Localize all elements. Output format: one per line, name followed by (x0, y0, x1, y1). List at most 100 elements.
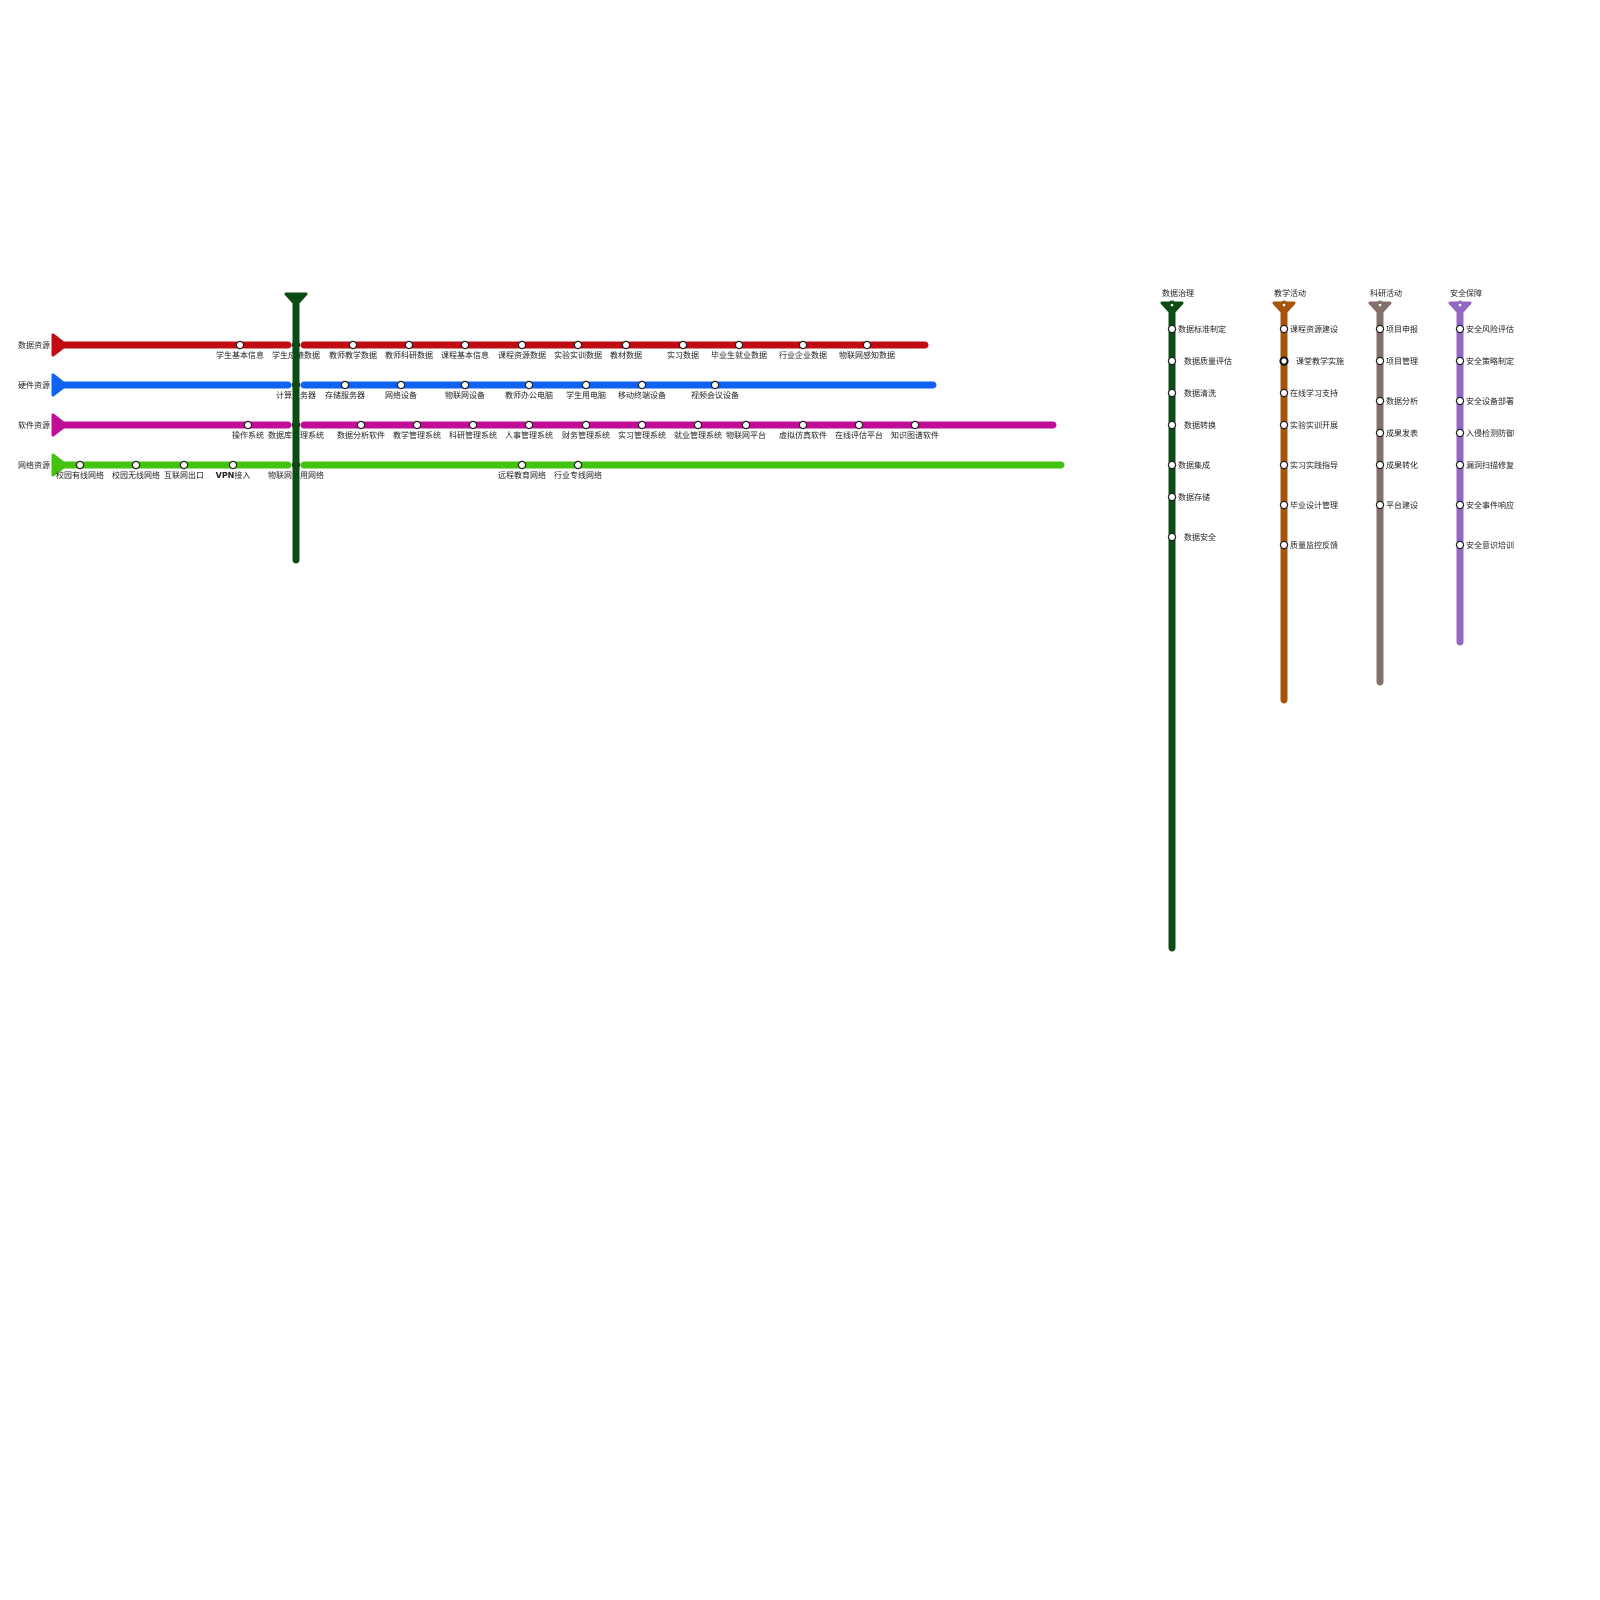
station[interactable]: 实习实践指导 (1279, 460, 1338, 470)
station[interactable]: 成果发表 (1375, 428, 1418, 438)
station-marker[interactable] (1455, 460, 1465, 470)
station[interactable]: 在线评估平台 (835, 420, 883, 440)
station-marker[interactable] (228, 460, 238, 470)
station[interactable]: 平台建设 (1375, 500, 1418, 510)
station-marker[interactable] (1167, 420, 1177, 430)
station-marker[interactable] (524, 380, 534, 390)
station-marker[interactable] (1167, 324, 1177, 334)
station-marker[interactable] (524, 420, 534, 430)
station[interactable]: 教师办公电脑 (505, 380, 553, 400)
station[interactable]: 数据分析软件 (337, 420, 385, 440)
station-marker[interactable] (1279, 388, 1289, 398)
station[interactable]: 物联网感知数据 (839, 340, 895, 360)
station[interactable]: 就业管理系统 (674, 420, 722, 440)
station[interactable]: 项目申报 (1375, 324, 1418, 334)
station[interactable]: 数据质量评估 (1167, 356, 1232, 366)
station-marker[interactable] (637, 420, 647, 430)
station-marker[interactable] (1279, 460, 1289, 470)
station-marker[interactable] (468, 420, 478, 430)
station-marker[interactable] (1455, 500, 1465, 510)
station[interactable]: 毕业设计管理 (1279, 500, 1338, 510)
station[interactable]: 漏洞扫描修复 (1455, 460, 1514, 470)
station[interactable]: 视频会议设备 (691, 380, 739, 400)
station[interactable]: 项目管理 (1375, 356, 1418, 366)
station[interactable]: 校园有线网络 (56, 460, 104, 480)
station-marker[interactable] (1375, 460, 1385, 470)
station[interactable]: 教材数据 (610, 340, 642, 360)
station-marker[interactable] (854, 420, 864, 430)
station-marker[interactable] (1167, 388, 1177, 398)
station[interactable]: 教师教学数据 (329, 340, 377, 360)
station[interactable]: 教师科研数据 (385, 340, 433, 360)
station-marker[interactable] (460, 340, 470, 350)
station-marker[interactable] (1375, 396, 1385, 406)
station[interactable]: 物联网平台 (726, 420, 766, 440)
station-marker[interactable] (1167, 356, 1177, 366)
station-marker[interactable] (678, 340, 688, 350)
station[interactable]: 操作系统 (232, 420, 264, 440)
station[interactable]: 数据集成 (1167, 460, 1210, 470)
station[interactable]: 课堂教学实施 (1279, 356, 1344, 366)
station[interactable]: 科研管理系统 (449, 420, 497, 440)
station-marker[interactable] (1279, 356, 1289, 366)
station-marker[interactable] (1279, 420, 1289, 430)
station[interactable]: 课程资源数据 (498, 340, 546, 360)
station-marker[interactable] (734, 340, 744, 350)
station[interactable]: 实验实训开展 (1279, 420, 1338, 430)
station[interactable]: 毕业生就业数据 (711, 340, 767, 360)
station[interactable]: 物联网设备 (445, 380, 485, 400)
station-marker[interactable] (621, 340, 631, 350)
station-marker[interactable] (1455, 396, 1465, 406)
station-marker[interactable] (637, 380, 647, 390)
station-marker[interactable] (1455, 428, 1465, 438)
station[interactable]: 安全设备部署 (1455, 396, 1514, 406)
station-marker[interactable] (710, 380, 720, 390)
station[interactable]: VPN接入 (216, 460, 251, 480)
station-marker[interactable] (412, 420, 422, 430)
station-marker[interactable] (1279, 324, 1289, 334)
station-marker[interactable] (581, 380, 591, 390)
station-marker[interactable] (396, 380, 406, 390)
station[interactable]: 数据清洗 (1167, 388, 1216, 398)
station-marker[interactable] (1167, 492, 1177, 502)
station[interactable]: 入侵检测防御 (1455, 428, 1514, 438)
station-marker[interactable] (131, 460, 141, 470)
station[interactable]: 财务管理系统 (562, 420, 610, 440)
station[interactable]: 数据分析 (1375, 396, 1418, 406)
station[interactable]: 行业专线网络 (554, 460, 602, 480)
station[interactable]: 行业企业数据 (779, 340, 827, 360)
station[interactable]: 安全风险评估 (1455, 324, 1514, 334)
station-marker[interactable] (243, 420, 253, 430)
station-marker[interactable] (798, 340, 808, 350)
station-marker[interactable] (1279, 500, 1289, 510)
station-marker[interactable] (179, 460, 189, 470)
station-marker[interactable] (693, 420, 703, 430)
station[interactable]: 学生基本信息 (216, 340, 264, 360)
station-marker[interactable] (460, 380, 470, 390)
station[interactable]: 知识图谱软件 (891, 420, 939, 440)
station[interactable]: 人事管理系统 (505, 420, 553, 440)
station-marker[interactable] (1279, 540, 1289, 550)
station[interactable]: 实验实训数据 (554, 340, 602, 360)
station-marker[interactable] (741, 420, 751, 430)
station[interactable]: 课程基本信息 (441, 340, 489, 360)
station-marker[interactable] (1375, 324, 1385, 334)
station-marker[interactable] (1375, 356, 1385, 366)
station[interactable]: 校园无线网络 (112, 460, 160, 480)
station-marker[interactable] (573, 340, 583, 350)
station-marker[interactable] (798, 420, 808, 430)
station[interactable]: 远程教育网络 (498, 460, 546, 480)
station[interactable]: 虚拟仿真软件 (779, 420, 827, 440)
station[interactable]: 存储服务器 (325, 380, 365, 400)
station-marker[interactable] (1167, 460, 1177, 470)
station[interactable]: 安全策略制定 (1455, 356, 1514, 366)
station[interactable]: 质量监控反馈 (1279, 540, 1338, 550)
station-marker[interactable] (356, 420, 366, 430)
station-marker[interactable] (1455, 356, 1465, 366)
station[interactable]: 安全意识培训 (1455, 540, 1514, 550)
station-marker[interactable] (573, 460, 583, 470)
station-marker[interactable] (340, 380, 350, 390)
station[interactable]: 实习数据 (667, 340, 699, 360)
station-marker[interactable] (1375, 428, 1385, 438)
station[interactable]: 在线学习支持 (1279, 388, 1338, 398)
